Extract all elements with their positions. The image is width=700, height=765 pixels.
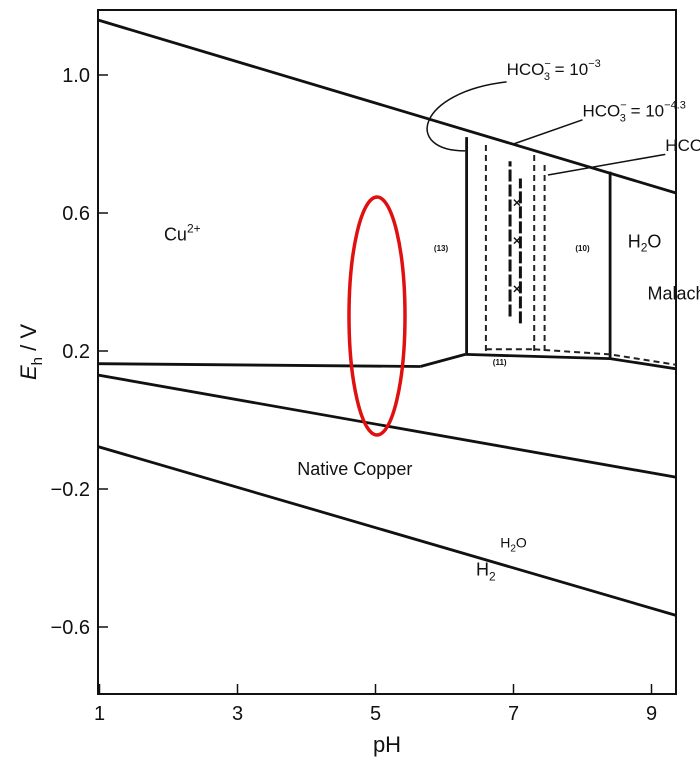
hco3-label-part: HCO [665,136,700,155]
hco3-label-part: HCO [583,101,621,120]
y-axis-label-suffix: / V [16,324,41,357]
bottom-dash-right-line [534,348,676,366]
hco3-label-2: HCO−3 = 10−4 [665,134,700,159]
curve-label-1: (10) [575,244,590,253]
y-tick-label-2: 0.2 [62,341,90,363]
region-label-base: H [628,232,641,252]
y-axis-label-sub: h [29,357,46,365]
hco3-label-part: − [620,99,626,111]
y-tick-label-4: −0.6 [51,617,90,639]
region-label-sub: 2 [641,241,648,255]
leader-hco3-43 [513,119,583,145]
x-tick-label-2: 5 [370,703,381,725]
region-label-1: Malachite [647,283,700,303]
x-mark-2 [513,285,521,293]
x-mark-0 [513,199,521,207]
region-label-sup: 2+ [187,222,201,236]
curve-label-0: (13) [434,244,449,253]
y-axis-label-main: E [16,365,41,380]
region-label-sub: 2 [510,544,516,555]
x-tick-label-1: 3 [232,703,243,725]
hco3-label-part: = 10 [550,60,588,79]
y-tick-label-3: −0.2 [51,479,90,501]
leader-hco3-3 [426,81,507,152]
hco3-label-part: − [544,58,550,70]
x-axis-label: pH [373,732,401,757]
region-label-base: Malachite [647,283,700,303]
region-label-tail: O [647,232,661,252]
dashed-boundaries [484,144,676,366]
region-label-base: H [476,559,489,579]
hco3-label-part: −3 [588,58,601,70]
region-label-8: H2 [476,559,496,583]
curve-label-2: (11) [493,358,507,367]
region-label-7: H2O [500,535,527,555]
region-label-6: H2O [628,232,662,255]
leader-hco3-4 [547,153,666,176]
h2o-h2-line [98,445,676,617]
labels-layer: Cu2+MalachiteCupriteNative CopperCuO22−O… [164,58,700,583]
region-label-base: H [500,535,510,551]
region-label-3: Native Copper [297,459,412,479]
hco3-label-part: = 10 [626,101,664,120]
region-label-0: Cu2+ [164,222,201,245]
o2-h2o-line [98,18,676,195]
x-tick-label-3: 7 [508,703,519,725]
y-axis-label: Eh / V [16,324,46,380]
axis-ticks: 1357911131.00.60.2−0.2−0.6 [51,65,658,725]
cu2-cuprite-line [420,353,466,368]
plot-frame [97,9,677,695]
region-label-tail: O [516,535,527,551]
hco3-label-part: 3 [620,112,626,124]
x-mark-1 [513,237,521,245]
y-tick-label-0: 1.0 [62,65,90,87]
highlight-ellipse [347,195,407,437]
hco3-label-0: HCO−3 = 10−3 [507,58,601,83]
hco3-label-part: −4.3 [664,99,686,111]
native-cuprite-line [98,373,676,479]
hco3-label-part: HCO [507,60,545,79]
region-label-sub: 2 [489,569,496,583]
cu2-copper-line [98,362,421,368]
hco3-label-part: 3 [544,71,550,83]
region-label-base: Cu [164,225,187,245]
region-label-base: Native Copper [297,459,412,479]
hco3-label-1: HCO−3 = 10−4.3 [583,99,686,124]
x-tick-label-4: 9 [646,703,657,725]
y-tick-label-1: 0.6 [62,203,90,225]
solid-boundaries [98,18,676,617]
x-tick-label-0: 1 [94,703,105,725]
